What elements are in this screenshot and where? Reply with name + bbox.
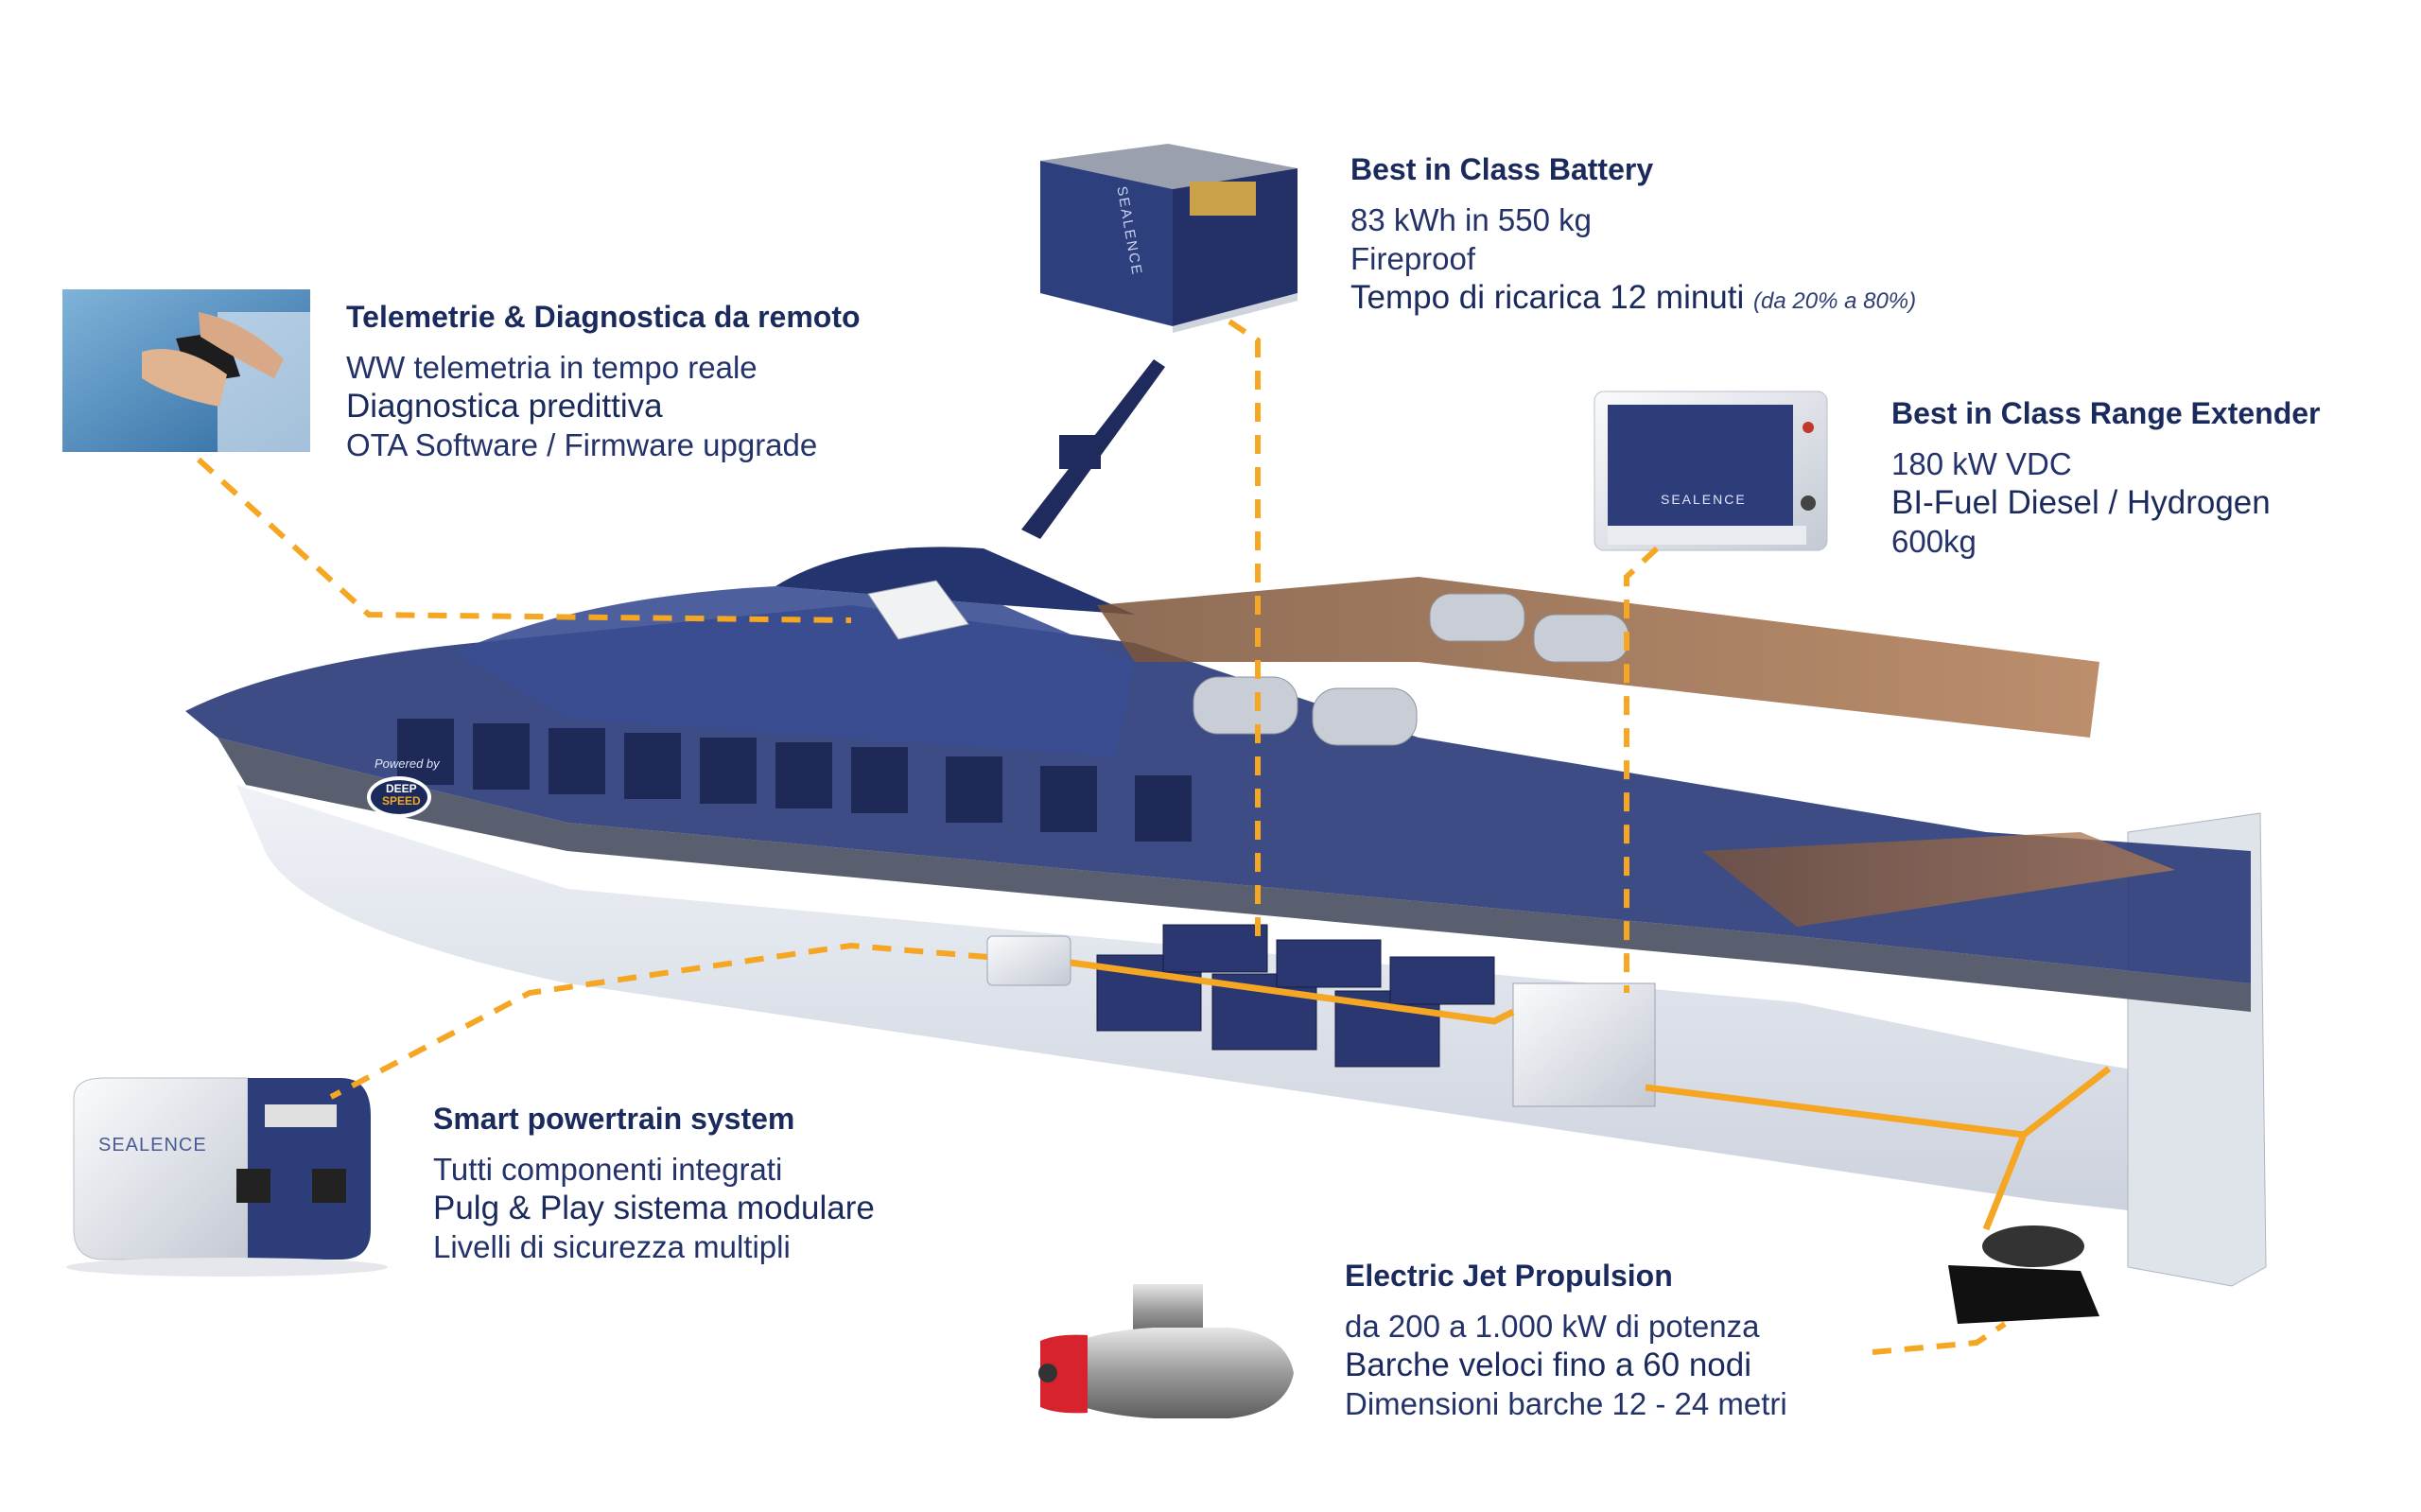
battery-line: 83 kWh in 550 kg	[1350, 202, 1592, 238]
telemetry-callout: Telemetrie & Diagnostica da remoto WW te…	[346, 299, 861, 464]
telemetry-line: WW telemetria in tempo reale	[346, 350, 758, 386]
hull-logo-line2: SPEED	[382, 794, 421, 808]
telemetry-line: Diagnostica predittiva	[346, 388, 663, 426]
battery-charge-time: Tempo di ricarica 12 minuti	[1350, 279, 1745, 317]
telemetry-line: OTA Software / Firmware upgrade	[346, 427, 818, 463]
battery-product-image	[1040, 144, 1298, 333]
telemetry-title: Telemetrie & Diagnostica da remoto	[346, 300, 861, 334]
catamaran-illustration	[185, 359, 2267, 1324]
powertrain-logo: SEALENCE	[98, 1135, 207, 1156]
battery-line: Tempo di ricarica 12 minuti (da 20% a 80…	[1350, 278, 1916, 321]
battery-callout: Best in Class Battery 83 kWh in 550 kg F…	[1350, 151, 1916, 321]
battery-line: Fireproof	[1350, 241, 1476, 277]
connector-lines	[196, 319, 2007, 1355]
powertrain-title: Smart powertrain system	[433, 1102, 795, 1136]
powertrain-product-image	[66, 1077, 388, 1277]
powertrain-line: Pulg & Play sistema modulare	[433, 1190, 875, 1227]
hull-logo: DEEP SPEED	[382, 783, 421, 808]
powertrain-line: Tutti componenti integrati	[433, 1152, 783, 1188]
range-extender-line: BI-Fuel Diesel / Hydrogen	[1891, 484, 2271, 522]
power-cables	[1070, 959, 2112, 1231]
jet-line: Dimensioni barche 12 - 24 metri	[1345, 1386, 1787, 1422]
powertrain-line: Livelli di sicurezza multipli	[433, 1229, 791, 1265]
powertrain-callout: Smart powertrain system Tutti componenti…	[433, 1101, 875, 1266]
jet-line: Barche veloci fino a 60 nodi	[1345, 1347, 1751, 1384]
telemetry-photo	[62, 289, 310, 452]
jet-title: Electric Jet Propulsion	[1345, 1259, 1673, 1293]
range-extender-title: Best in Class Range Extender	[1891, 396, 2321, 430]
jet-line: da 200 a 1.000 kW di potenza	[1345, 1309, 1760, 1345]
range-extender-line: 600kg	[1891, 524, 1977, 560]
range-extender-line: 180 kW VDC	[1891, 446, 2072, 482]
range-extender-logo: SEALENCE	[1661, 492, 1747, 507]
jet-product-image	[1038, 1284, 1294, 1418]
range-extender-product-image	[1594, 391, 1828, 551]
battery-title: Best in Class Battery	[1350, 152, 1654, 186]
hull-powered-by: Powered by	[374, 756, 440, 771]
jet-callout: Electric Jet Propulsion da 200 a 1.000 k…	[1345, 1258, 1787, 1423]
range-extender-callout: Best in Class Range Extender 180 kW VDC …	[1891, 395, 2320, 561]
hull-logo-line1: DEEP	[386, 782, 417, 795]
battery-charge-note: (da 20% a 80%)	[1753, 288, 1917, 315]
